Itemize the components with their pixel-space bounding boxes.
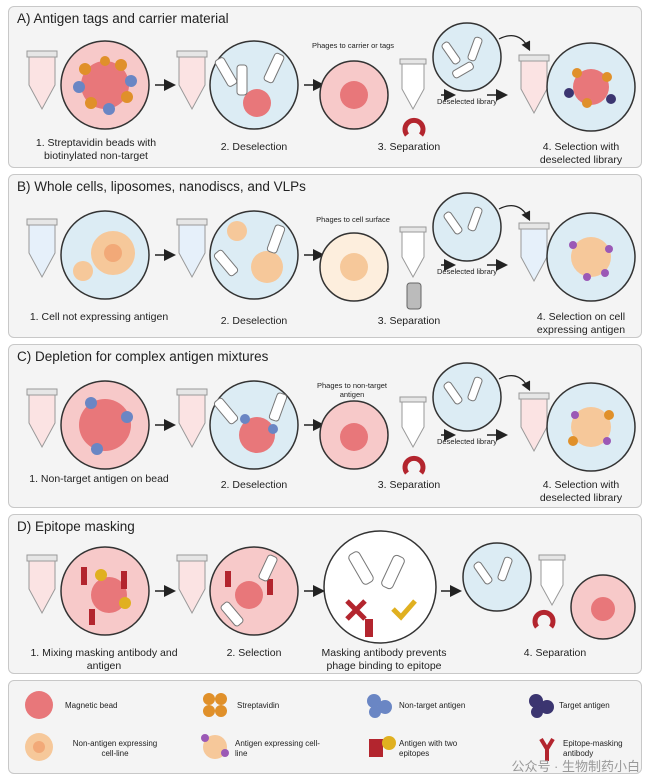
step-label: 3. Separation: [377, 315, 441, 327]
tube-icon: [176, 50, 208, 111]
panel-c-diagram: [26, 362, 636, 475]
step-label: 2. Deselection: [220, 479, 288, 491]
antigen-cell-icon: [201, 734, 229, 759]
tube-icon: [26, 218, 58, 279]
legend-label: Magnetic bead: [65, 701, 118, 710]
step-label: 3. Separation: [377, 479, 441, 491]
magnet-icon: [532, 609, 556, 629]
centrifuge-icon: [406, 282, 422, 310]
tube-icon: [176, 388, 208, 449]
step-label: 4. Selection with deselected library: [539, 479, 623, 504]
watermark: 公众号 · 生物制药小白: [511, 759, 640, 774]
tube-icon: [538, 554, 566, 607]
panel-d-diagram: [26, 530, 636, 644]
tube-icon: [518, 54, 550, 115]
library-label: Deselected library: [436, 267, 498, 276]
legend: Magnetic bead Streptavidin Non-target an…: [8, 680, 642, 774]
step-label: 4. Selection with deselected library: [539, 141, 623, 166]
legend-label: Epitope-masking antibody: [563, 739, 623, 758]
step-label: 4. Separation: [523, 647, 587, 659]
non-target-antigen-icon: [367, 694, 392, 718]
panel-b-diagram: [26, 192, 636, 310]
step-label: 2. Selection: [226, 647, 282, 659]
step-label: 2. Deselection: [220, 315, 288, 327]
tube-icon: [26, 388, 58, 449]
legend-label: Target antigen: [559, 701, 610, 710]
step-label: 4. Selection on cell expressing antigen: [536, 311, 626, 336]
tube-icon: [176, 554, 208, 615]
step-label: 1. Non-target antigen on bead: [29, 473, 169, 485]
tube-icon: [399, 396, 427, 449]
legend-label: Streptavidin: [237, 701, 280, 710]
panel-title: C) Depletion for complex antigen mixture…: [17, 349, 269, 364]
panel-a-diagram: [26, 22, 636, 137]
note-label: Phages to carrier or tags: [311, 41, 395, 50]
step-label: Masking antibody prevents phage binding …: [321, 647, 447, 672]
step-label: 2. Deselection: [220, 141, 288, 153]
tube-icon: [399, 58, 427, 111]
legend-label: Antigen with two epitopes: [399, 739, 458, 758]
panel-a: A) Antigen tags and carrier material: [8, 6, 642, 168]
magnet-icon: [402, 117, 426, 137]
legend-icons: [25, 691, 555, 761]
library-label: Deselected library: [436, 437, 498, 446]
library-label: Deselected library: [436, 97, 498, 106]
step-label: 1. Mixing masking antibody and antigen: [30, 647, 178, 672]
magnet-icon: [402, 455, 426, 475]
panel-title: A) Antigen tags and carrier material: [17, 11, 229, 26]
step-label: 1. Cell not expressing antigen: [29, 311, 169, 323]
tube-icon: [26, 50, 58, 111]
panel-title: B) Whole cells, liposomes, nanodiscs, an…: [17, 179, 306, 194]
panel-c: C) Depletion for complex antigen mixture…: [8, 344, 642, 508]
legend-label: Non-target antigen: [399, 701, 466, 710]
target-antigen-icon: [529, 694, 554, 718]
masking-antibody-icon: [539, 737, 555, 761]
magnetic-bead-icon: [25, 691, 53, 719]
note-label: Phages to non-target antigen: [316, 381, 388, 399]
note-label: Phages to cell surface: [316, 215, 390, 224]
panel-b: B) Whole cells, liposomes, nanodiscs, an…: [8, 174, 642, 338]
legend-label: Non-antigen expressing cell-line: [72, 739, 158, 758]
tube-icon: [176, 218, 208, 279]
step-label: 3. Separation: [377, 141, 441, 153]
streptavidin-icon: [203, 693, 227, 717]
tube-icon: [399, 226, 427, 279]
legend-label: Antigen expressing cell-line: [235, 739, 320, 758]
step-label: 1. Streptavidin beads with biotinylated …: [35, 137, 157, 162]
panel-title: D) Epitope masking: [17, 519, 135, 534]
two-epitope-antigen-icon: [369, 736, 396, 757]
panel-d: D) Epitope masking 1. Mixing masking ant…: [8, 514, 642, 674]
magnetic-bead: [81, 61, 129, 109]
tube-icon: [518, 222, 550, 283]
tube-icon: [26, 554, 58, 615]
tube-icon: [518, 392, 550, 453]
